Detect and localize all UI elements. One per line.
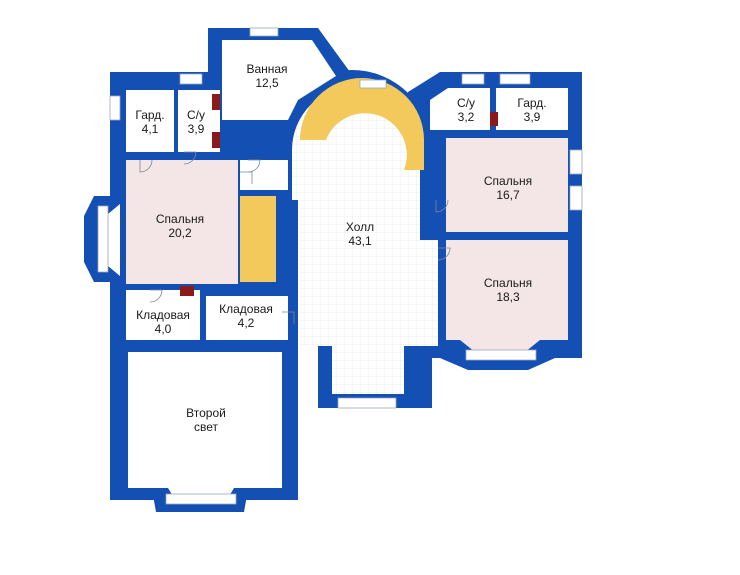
room-area: 16,7	[496, 188, 520, 202]
window-right-2	[499, 73, 531, 85]
windows	[97, 27, 583, 505]
room-name: С/у	[187, 108, 205, 122]
window-bay-bottom	[165, 493, 237, 505]
gard-left-floor	[126, 90, 174, 152]
room-name: С/у	[457, 96, 475, 110]
room-label-second-light: Второй свет	[166, 406, 246, 434]
room-area: 18,3	[496, 290, 520, 304]
room-name: Спальня	[483, 276, 533, 290]
room-name: Спальня	[483, 174, 533, 188]
room-area: 3,9	[187, 122, 205, 136]
room-name: Второй	[186, 406, 226, 420]
room-label-wc-right: С/у 3,2	[448, 96, 484, 124]
room-area: 3,2	[457, 110, 475, 124]
room-label-storage-left: Кладовая 4,0	[126, 308, 200, 336]
room-label-hall: Холл 43,1	[330, 220, 390, 248]
room-area: 43,1	[348, 234, 372, 248]
room-label-bedroom-right-top: Спальня 16,7	[468, 174, 548, 202]
window-left-top	[109, 95, 121, 121]
window-bay-right	[465, 349, 537, 361]
room-area: 4,0	[154, 322, 172, 336]
room-name: Кладовая	[219, 302, 273, 316]
storage-mid-floor	[206, 296, 288, 340]
stair-left	[240, 196, 276, 282]
room-area: 20,2	[168, 226, 192, 240]
room-name: Спальня	[155, 212, 205, 226]
room-area: 12,5	[255, 76, 279, 90]
window-hall-top	[359, 79, 387, 89]
second-light-floor	[128, 352, 282, 488]
room-area: 3,9	[523, 110, 541, 124]
window-bay-left	[97, 205, 109, 273]
window-hall-bottom	[337, 397, 397, 409]
room-name: Холл	[345, 220, 375, 234]
storage-left-floor	[126, 290, 200, 340]
room-name: Кладовая	[136, 308, 190, 322]
room-label-storage-mid: Кладовая 4,2	[206, 302, 286, 330]
spiral-stair	[300, 78, 424, 170]
room-area: свет	[193, 420, 218, 434]
wc-right-floor	[430, 88, 490, 130]
window-bath	[249, 27, 279, 37]
bedroom-right-top-floor	[446, 138, 568, 232]
corridor-floor	[240, 160, 288, 190]
room-area: 4,2	[237, 316, 255, 330]
doors	[139, 151, 451, 324]
window-gard-left	[179, 73, 203, 85]
room-area: 4,1	[141, 122, 159, 136]
room-label-bedroom-right-bottom: Спальня 18,3	[468, 276, 548, 304]
bedroom-left-floor	[126, 160, 238, 284]
hall-floor	[292, 86, 438, 394]
room-label-gard-left: Гард. 4,1	[128, 108, 172, 136]
gard-right-floor	[496, 88, 568, 130]
room-floors	[108, 40, 568, 498]
chimneys	[180, 94, 498, 296]
bath-floor	[222, 40, 336, 120]
room-name: Гард.	[517, 96, 547, 110]
room-label-wc-left: С/у 3,9	[178, 108, 214, 136]
window-right-1	[461, 73, 485, 85]
room-label-gard-right: Гард. 3,9	[510, 96, 554, 124]
room-label-bedroom-left: Спальня 20,2	[140, 212, 220, 240]
room-name: Ванная	[246, 62, 288, 76]
window-right-3	[569, 149, 583, 175]
window-right-4	[569, 185, 583, 211]
bedroom-right-bottom-floor	[446, 240, 568, 352]
room-label-bath: Ванная 12,5	[232, 62, 302, 90]
room-name: Гард.	[135, 108, 165, 122]
